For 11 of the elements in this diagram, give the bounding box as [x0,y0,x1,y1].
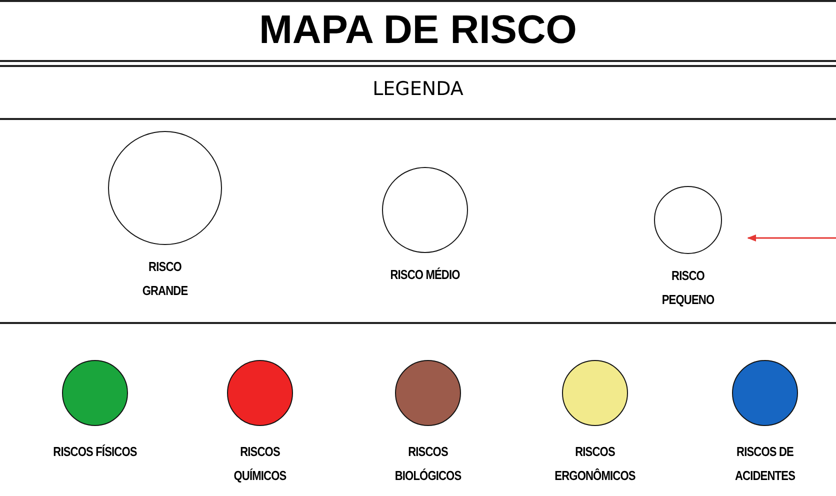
legend-label: RISCOS ERGONÔMICOS [554,443,636,485]
legend-label: RISCOS BIOLÓGICOS [394,443,462,485]
section-heading: LEGENDA [372,78,464,100]
size-label: RISCO PEQUENO [660,267,716,309]
arrow [747,234,836,242]
legend-label: RISCOS DE ACIDENTES [734,443,796,485]
legend-label: RISCOS FÍSICOS [52,443,138,461]
size-label: RISCO GRANDE [141,258,189,300]
size-label: RISCO MÉDIO [389,266,461,284]
legend-label: RISCOS QUÍMICOS [232,443,288,485]
page-title: MAPA DE RISCO [259,7,577,54]
